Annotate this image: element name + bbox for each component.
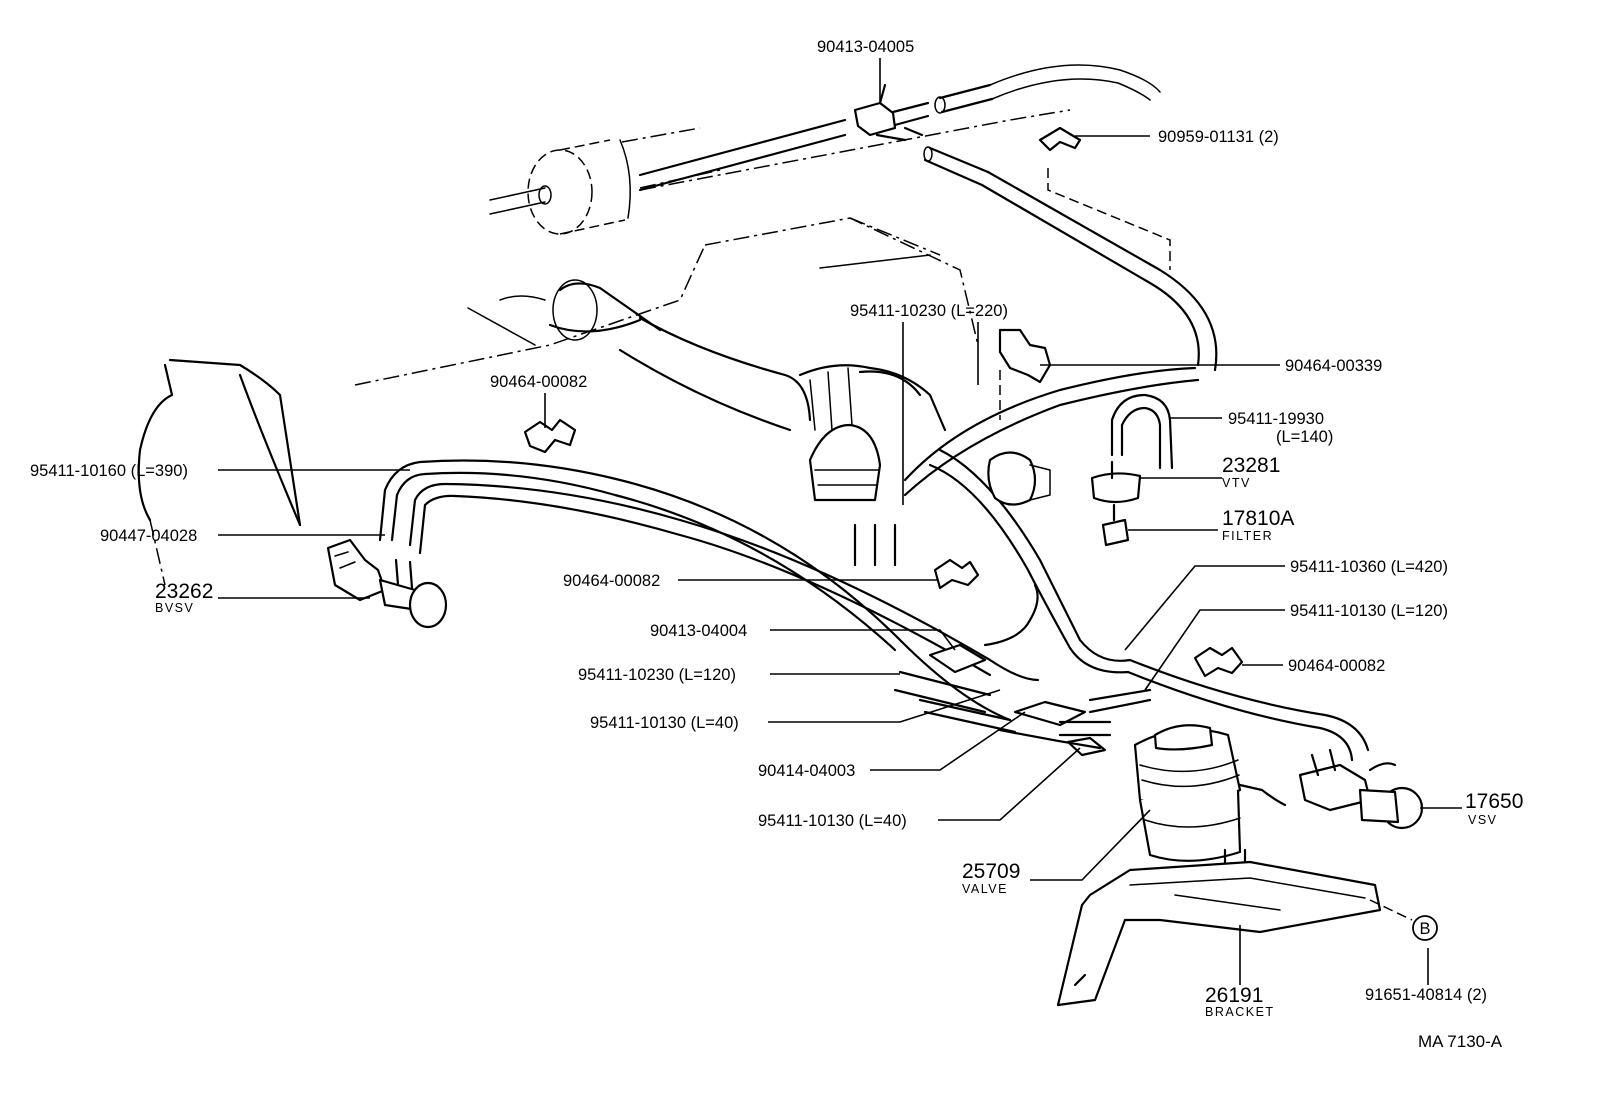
- label-95411-10360: 95411-10360 (L=420): [1290, 558, 1448, 576]
- label-95411-10230-l120: 95411-10230 (L=120): [578, 666, 736, 684]
- label-90959-01131: 90959-01131 (2): [1158, 128, 1279, 146]
- intake-valve-part: [808, 423, 1051, 567]
- bracket-part: [1056, 860, 1413, 1007]
- canister-outline: [489, 127, 721, 235]
- label-23262-name: BVSV: [155, 601, 194, 615]
- vsv-part: [1298, 748, 1424, 830]
- label-90413-04004: 90413-04004: [650, 622, 747, 640]
- label-95411-10160: 95411-10160 (L=390): [30, 462, 188, 480]
- left-body-outline: [137, 358, 302, 586]
- label-90464-00082-top: 90464-00082: [490, 373, 587, 391]
- intake-body: [548, 279, 947, 432]
- label-95411-10130-l40-a: 95411-10130 (L=40): [590, 714, 739, 732]
- label-90447-04028: 90447-04028: [100, 527, 197, 545]
- engine-outline: [354, 109, 1071, 386]
- label-17810a-name: FILTER: [1222, 529, 1273, 543]
- label-90414-04003: 90414-04003: [758, 762, 855, 780]
- label-90413-04005: 90413-04005: [817, 38, 914, 56]
- label-90464-00082-mid: 90464-00082: [563, 572, 660, 590]
- leader-lines: [218, 58, 1462, 985]
- diagram-caption: MA 7130-A: [1418, 1032, 1503, 1051]
- part-labels: 90413-04005 90959-01131 (2) 95411-10230 …: [30, 38, 1523, 1051]
- valve-25709-part: [1133, 724, 1287, 892]
- clip-90464-00339-icon: [998, 328, 1052, 420]
- long-hoses: [378, 366, 1370, 762]
- label-95411-10130-l120: 95411-10130 (L=120): [1290, 602, 1448, 620]
- clip-90959-icon: [1038, 126, 1171, 270]
- label-95411-10230-l220: 95411-10230 (L=220): [850, 302, 1008, 320]
- label-17650-number: 17650: [1465, 790, 1523, 813]
- label-17810a-number: 17810A: [1222, 507, 1294, 530]
- label-23262-number: 23262: [155, 580, 213, 603]
- reference-b-letter: B: [1419, 920, 1430, 938]
- reference-b-circle: [1412, 915, 1438, 941]
- label-25709-number: 25709: [962, 860, 1020, 883]
- connector-cluster: [893, 583, 1152, 757]
- clip-90464-right-icon: [1193, 646, 1244, 678]
- label-95411-19930: 95411-19930: [1228, 410, 1324, 428]
- label-17650-name: VSV: [1468, 813, 1498, 827]
- filter-part: [1101, 503, 1130, 547]
- label-26191-name: BRACKET: [1205, 1005, 1275, 1019]
- clip-90464-top-icon: [523, 418, 577, 454]
- label-25709-name: VALVE: [962, 882, 1008, 896]
- clip-90464-mid-icon: [933, 558, 980, 590]
- label-90464-00339: 90464-00339: [1285, 357, 1382, 375]
- label-90464-00082-right: 90464-00082: [1288, 657, 1385, 675]
- label-26191-number: 26191: [1205, 984, 1263, 1007]
- vtv-part: [1090, 393, 1174, 504]
- label-95411-10130-l40-b: 95411-10130 (L=40): [758, 812, 907, 830]
- label-91651-40814: 91651-40814 (2): [1365, 986, 1487, 1004]
- label-23281-number: 23281: [1222, 454, 1280, 477]
- label-23281-name: VTV: [1222, 476, 1251, 490]
- top-hose-assembly: [638, 64, 1218, 372]
- bvsv-part: [326, 538, 448, 629]
- label-95411-19930-length: (L=140): [1276, 428, 1333, 446]
